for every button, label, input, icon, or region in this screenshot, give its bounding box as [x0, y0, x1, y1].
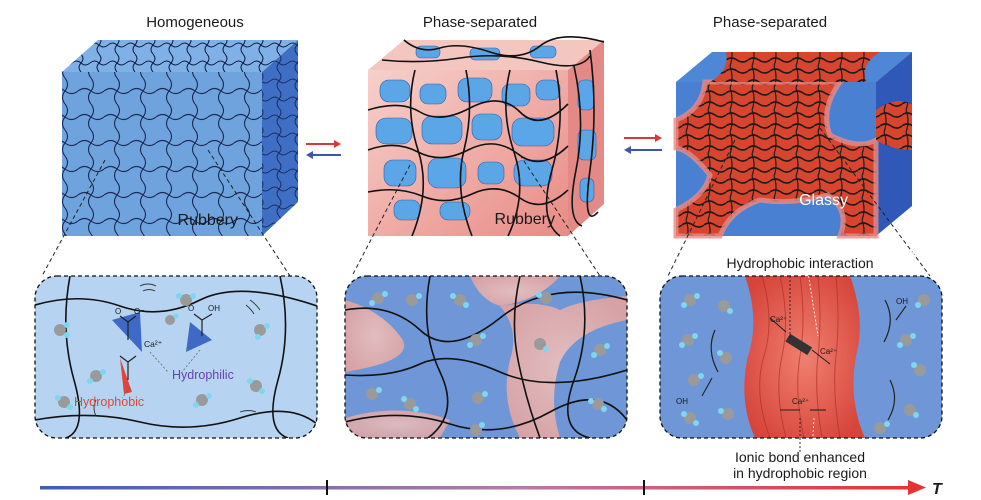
detail-panel-phase-separated-rubbery — [344, 275, 628, 439]
label-oh-glassy-1: OH — [896, 297, 908, 306]
label-o-2: O — [188, 304, 194, 313]
water-molecules-1 — [54, 293, 270, 410]
water-molecules-3 — [679, 293, 930, 434]
label-calcium-glassy-3: Ca²⁺ — [792, 397, 809, 406]
label-calcium-glassy-2: Ca²⁺ — [820, 347, 837, 356]
stage-title-homogeneous: Homogeneous — [146, 14, 244, 31]
cube-phase-separated-rubbery: Rubbery — [367, 36, 605, 237]
cube-homogeneous: Rubbery — [62, 40, 298, 236]
label-hydrophobic-interaction: Hydrophobic interaction — [726, 255, 873, 271]
stage-title-phase-separated-glassy: Phase-separated — [712, 14, 828, 31]
detail-panel-glassy: Ca²⁺ Ca²⁺ Ca²⁺ OH OH — [659, 271, 943, 453]
state-label-rubbery-2: Rubbery — [495, 211, 555, 228]
zoom-guides — [41, 127, 931, 277]
detail-panel-homogeneous: O O⁻ Ca²⁺ O OH Hydrophilic Hydrophobic — [34, 275, 318, 439]
state-label-rubbery-1: Rubbery — [178, 212, 238, 229]
axis-label-t: T — [932, 481, 943, 498]
label-ionic-bond-line1: Ionic bond enhanced — [735, 449, 865, 465]
equilibrium-arrows-1 — [306, 140, 341, 159]
label-hydrophilic: Hydrophilic — [172, 368, 234, 382]
label-o-minus: O⁻ — [134, 307, 144, 316]
label-oh-glassy-2: OH — [676, 397, 688, 406]
label-ionic-bond-line2: in hydrophobic region — [733, 465, 867, 481]
water-molecules-2 — [366, 291, 610, 436]
equilibrium-arrows-2 — [624, 134, 662, 154]
state-label-glassy: Glassy — [799, 192, 848, 209]
temperature-axis: T — [40, 480, 943, 498]
stage-title-phase-separated-rubbery: Phase-separated — [422, 14, 538, 31]
label-o: O — [115, 307, 121, 316]
label-hydrophobic: Hydrophobic — [74, 395, 144, 409]
cube-phase-separated-glassy: Glassy — [673, 52, 912, 239]
label-calcium-glassy-1: Ca²⁺ — [770, 315, 787, 324]
label-calcium: Ca²⁺ — [144, 339, 162, 349]
label-oh: OH — [208, 304, 220, 313]
